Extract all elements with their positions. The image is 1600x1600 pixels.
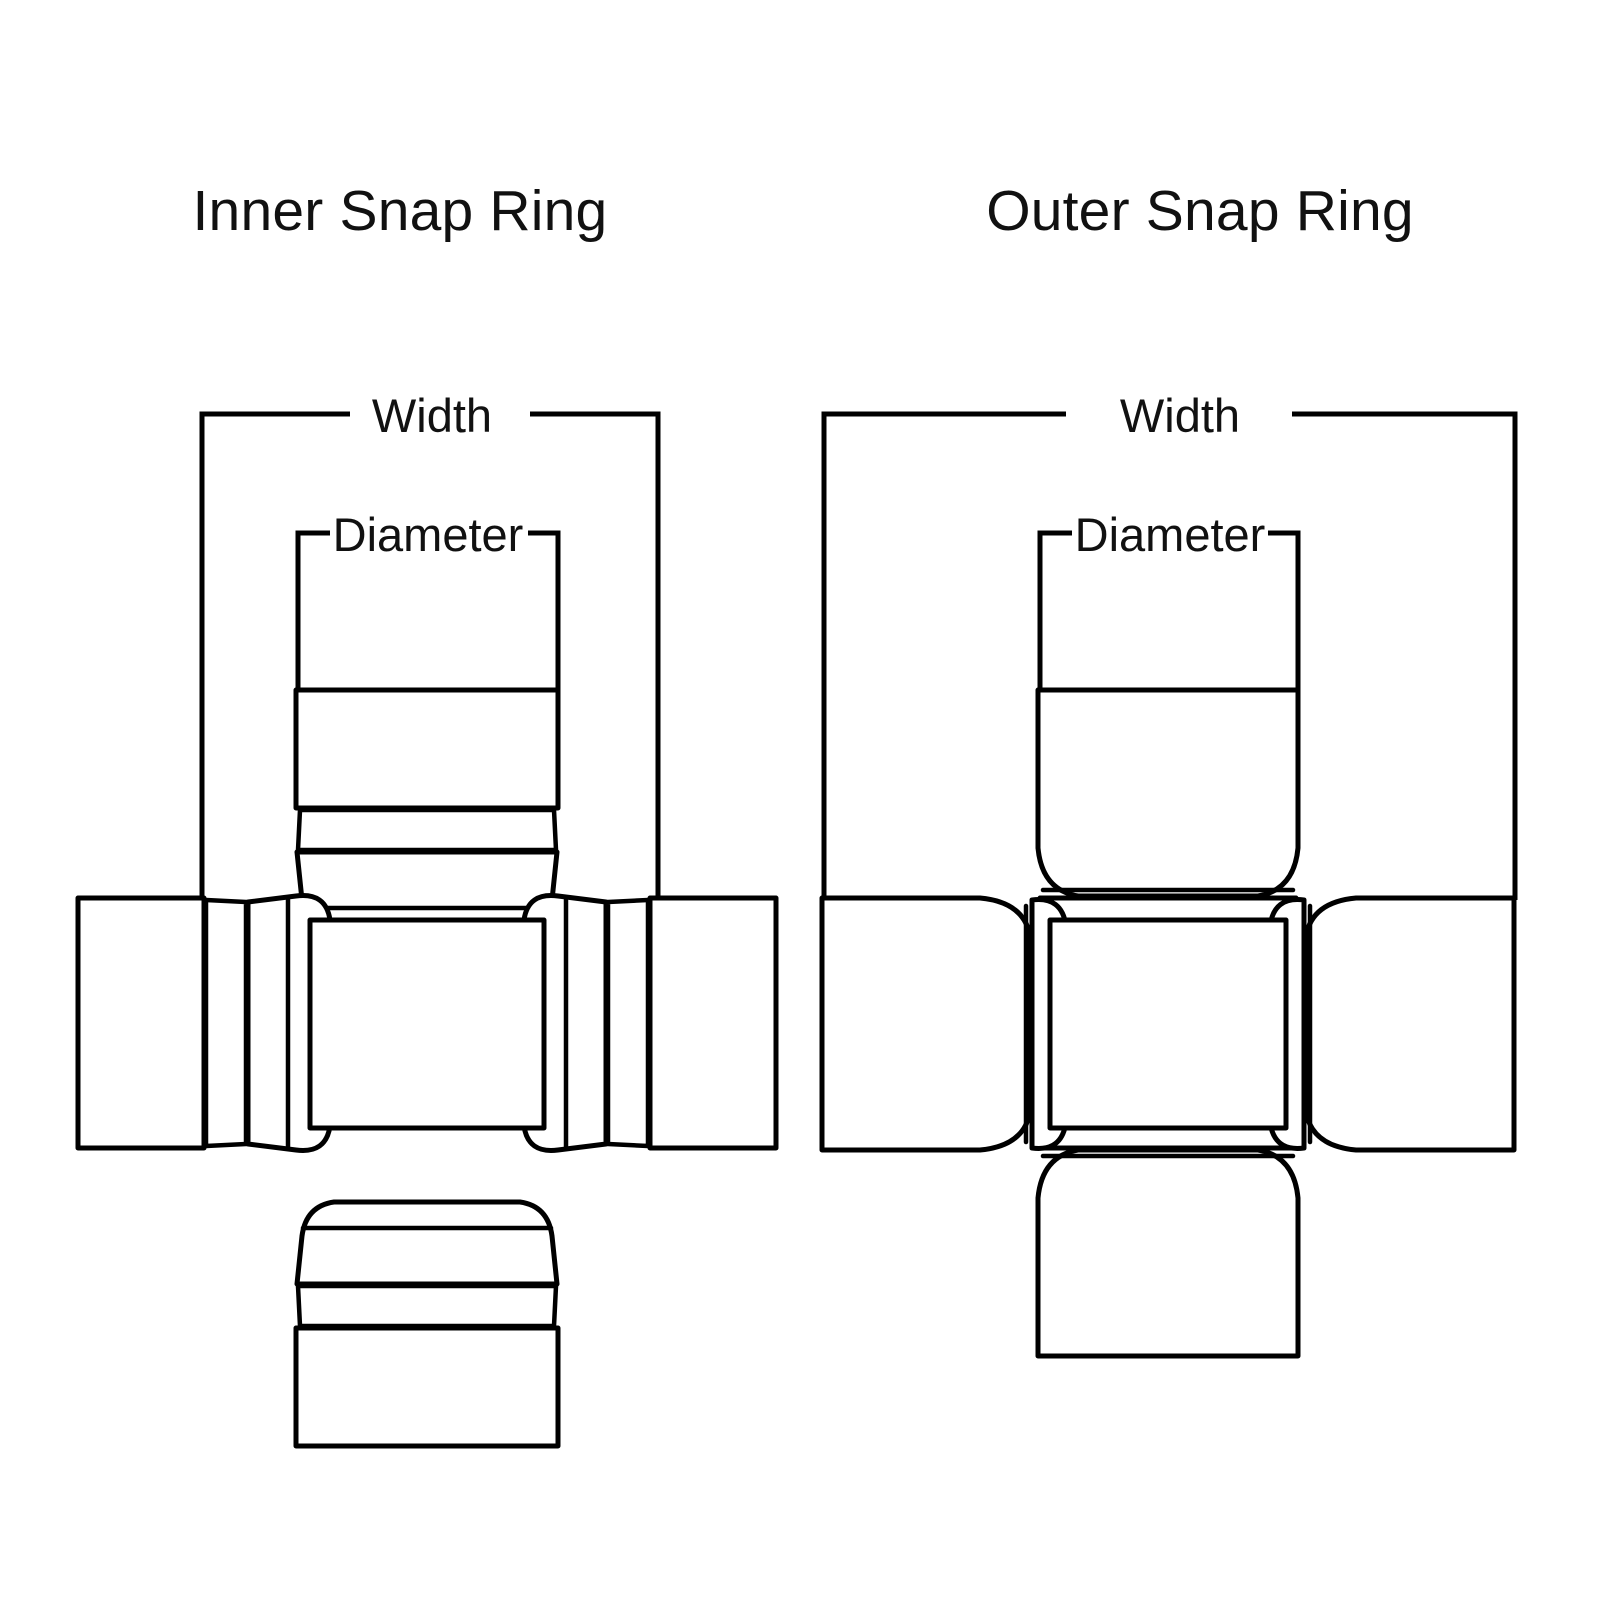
left-snap-ring-band [203,897,249,1149]
center-cross-hub [307,917,547,1131]
bottom-bearing-cap [1035,1147,1301,1359]
left-bearing-cap [75,895,207,1151]
width-dimension-outer: Width [821,389,1518,900]
width-bracket-left [199,411,350,900]
diameter-bracket-left [1037,530,1072,690]
panel-inner-snap-ring: Inner Snap Ring Width Diameter [75,179,779,1449]
panel-title-inner: Inner Snap Ring [192,179,608,243]
width-label-outer: Width [1120,389,1240,442]
top-arm-outer [1035,687,1301,935]
top-bearing-cap [1035,687,1301,899]
top-arm-inner [293,687,561,937]
bottom-arm-outer [1035,1111,1301,1359]
right-snap-ring-band [605,897,651,1149]
diameter-bracket-right [1268,530,1301,690]
bottom-flared-neck [294,1199,560,1287]
right-bearing-cap [1303,895,1517,1153]
width-bracket-right [530,411,661,900]
left-arm-inner [75,893,333,1153]
width-bracket-right [1292,411,1518,900]
diameter-dimension-inner: Diameter [295,508,561,690]
width-dimension-inner: Width [199,389,661,900]
inner-snap-ring-drawing: Width Diameter [75,389,779,1449]
right-arm-inner [521,893,779,1153]
right-bearing-cap [647,895,779,1151]
top-bearing-cap [293,687,561,811]
outer-snap-ring-drawing: Width Diameter [819,389,1518,1359]
left-bearing-cap [819,895,1033,1153]
bottom-bearing-cap [293,1325,561,1449]
diameter-bracket-right [528,530,561,690]
diameter-label-outer: Diameter [1075,508,1266,561]
bottom-snap-ring-band [295,1283,559,1329]
panel-title-outer: Outer Snap Ring [986,179,1414,243]
diameter-label-inner: Diameter [333,508,524,561]
center-cross-hub [1047,917,1289,1131]
width-bracket-left [821,411,1066,900]
bottom-arm-inner [293,1199,561,1449]
left-arm-outer [819,895,1069,1153]
panel-outer-snap-ring: Outer Snap Ring Width Diameter [800,0,1600,1600]
diameter-dimension-outer: Diameter [1037,508,1301,690]
width-label-inner: Width [372,389,492,442]
top-snap-ring-band [295,807,559,853]
right-arm-outer [1267,895,1517,1153]
diameter-bracket-left [295,530,330,690]
